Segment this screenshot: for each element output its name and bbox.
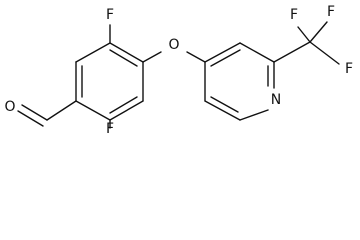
- bond: [21, 104, 48, 121]
- bond: [142, 51, 162, 63]
- cf3-fluorine-label-top: F: [327, 4, 335, 20]
- bond: [309, 41, 340, 65]
- chemical-structure: F F O N F F F O: [4, 4, 353, 137]
- bond: [273, 41, 311, 63]
- bond: [210, 96, 239, 113]
- bond: [46, 100, 77, 121]
- bond: [109, 42, 144, 63]
- bond: [297, 26, 311, 43]
- bond: [109, 100, 144, 121]
- bond: [204, 42, 241, 63]
- cf3-fluorine-label-left: F: [290, 7, 298, 23]
- bond: [109, 96, 138, 114]
- bond: [17, 110, 44, 127]
- bond: [109, 49, 138, 67]
- bond: [239, 109, 269, 121]
- bond: [186, 51, 206, 63]
- bond: [309, 21, 328, 43]
- fluorine-label-top: F: [106, 7, 114, 23]
- bond: [75, 42, 111, 63]
- bonds: [17, 21, 340, 129]
- cf3-fluorine-label-right: F: [345, 61, 353, 77]
- pyridine-nitrogen-label: N: [271, 92, 281, 108]
- aldehyde-oxygen-label: O: [4, 99, 15, 115]
- bond: [204, 100, 241, 121]
- bond: [210, 49, 241, 67]
- fluorine-label-bottom: F: [106, 121, 114, 137]
- bond: [239, 42, 275, 63]
- atom-labels: F F O N F F F O: [4, 4, 353, 137]
- bond: [75, 100, 111, 121]
- ether-oxygen-label: O: [168, 37, 179, 53]
